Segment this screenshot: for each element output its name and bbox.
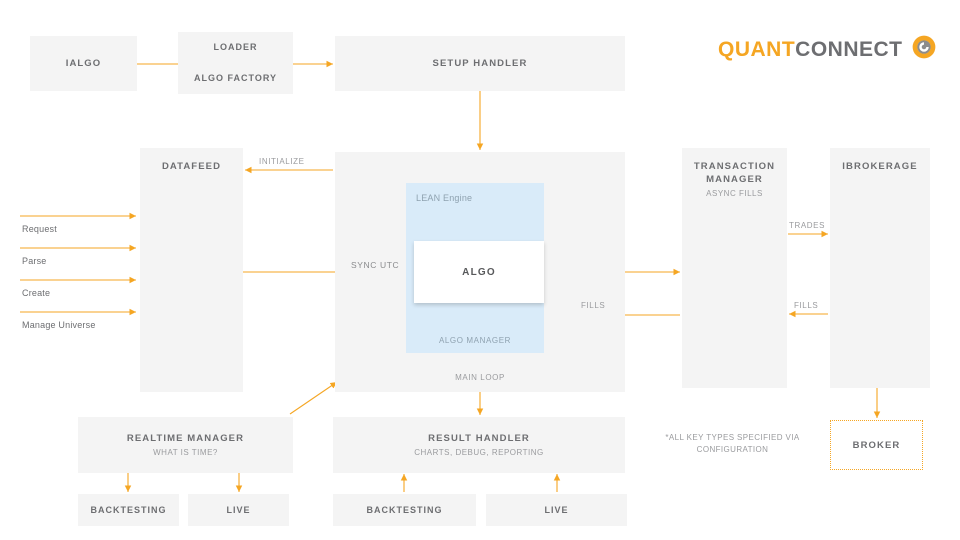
arrow-label-fills-center: FILLS	[581, 301, 606, 310]
node-ialgo-title: IALGO	[65, 58, 102, 69]
logo-wordmark: QUANTCONNECT	[718, 39, 903, 60]
node-datafeed-title: DATAFEED	[161, 161, 222, 172]
arrow-label-request: Request	[22, 224, 57, 234]
quantconnect-logo: QUANTCONNECT	[718, 34, 938, 64]
node-algo-title: ALGO	[462, 266, 496, 278]
node-broker-title: BROKER	[852, 439, 901, 451]
node-lean-engine-title: LEAN Engine	[416, 193, 473, 203]
node-result-handler-sub: CHARTS, DEBUG, REPORTING	[414, 447, 544, 457]
node-datafeed[interactable]: DATAFEED	[140, 148, 243, 392]
node-loader-title: LOADER	[213, 42, 258, 52]
node-setup-handler-title: SETUP HANDLER	[432, 58, 528, 69]
node-main-loop-title: MAIN LOOP	[455, 373, 505, 382]
node-result-handler-title: RESULT HANDLER	[428, 432, 530, 444]
arrow-label-initialize: INITIALIZE	[259, 157, 305, 166]
node-realtime-live-title: LIVE	[226, 504, 251, 515]
arrow-label-fills-right: FILLS	[794, 301, 819, 310]
node-broker[interactable]: BROKER	[830, 420, 923, 470]
node-transaction-manager[interactable]: TRANSACTION MANAGER ASYNC FILLS	[682, 148, 787, 388]
node-result-backtesting[interactable]: BACKTESTING	[333, 494, 476, 526]
node-transaction-manager-title: TRANSACTION MANAGER	[693, 161, 776, 185]
arrow-realtime-to-main	[289, 381, 338, 415]
footnote-text: *ALL KEY TYPES SPECIFIED VIA CONFIGURATI…	[665, 433, 800, 454]
arrow-label-manage-universe: Manage Universe	[22, 320, 96, 330]
node-realtime-manager-title: REALTIME MANAGER	[126, 432, 245, 444]
node-ibrokerage[interactable]: IBROKERAGE	[830, 148, 930, 388]
node-setup-handler[interactable]: SETUP HANDLER	[335, 36, 625, 91]
node-ialgo[interactable]: IALGO	[30, 36, 137, 91]
logo-connect-text: CONNECT	[795, 37, 903, 61]
node-result-live[interactable]: LIVE	[486, 494, 627, 526]
node-ibrokerage-title: IBROKERAGE	[842, 161, 918, 172]
arrow-label-create: Create	[22, 288, 51, 298]
node-algo-manager-title: ALGO MANAGER	[438, 336, 512, 345]
quantconnect-ring-icon	[910, 33, 938, 66]
node-realtime-backtesting[interactable]: BACKTESTING	[78, 494, 179, 526]
arrow-label-sync-utc: SYNC UTC	[351, 260, 400, 270]
node-realtime-manager-sub: WHAT IS TIME?	[153, 447, 218, 457]
logo-quant-text: QUANT	[718, 37, 796, 61]
node-realtime-manager[interactable]: REALTIME MANAGER WHAT IS TIME?	[78, 417, 293, 473]
node-algo[interactable]: ALGO	[414, 241, 544, 303]
node-result-backtesting-title: BACKTESTING	[366, 504, 443, 515]
node-loader-algofactory[interactable]: LOADER ALGO FACTORY	[178, 32, 293, 94]
arrow-label-parse: Parse	[22, 256, 47, 266]
arrow-label-trades: TRADES	[789, 221, 826, 230]
node-realtime-live[interactable]: LIVE	[188, 494, 289, 526]
node-algo-factory-title: ALGO FACTORY	[193, 73, 277, 83]
node-result-handler[interactable]: RESULT HANDLER CHARTS, DEBUG, REPORTING	[333, 417, 625, 473]
node-realtime-backtesting-title: BACKTESTING	[90, 504, 167, 515]
node-transaction-manager-sub: ASYNC FILLS	[706, 189, 763, 198]
node-result-live-title: LIVE	[544, 504, 569, 515]
